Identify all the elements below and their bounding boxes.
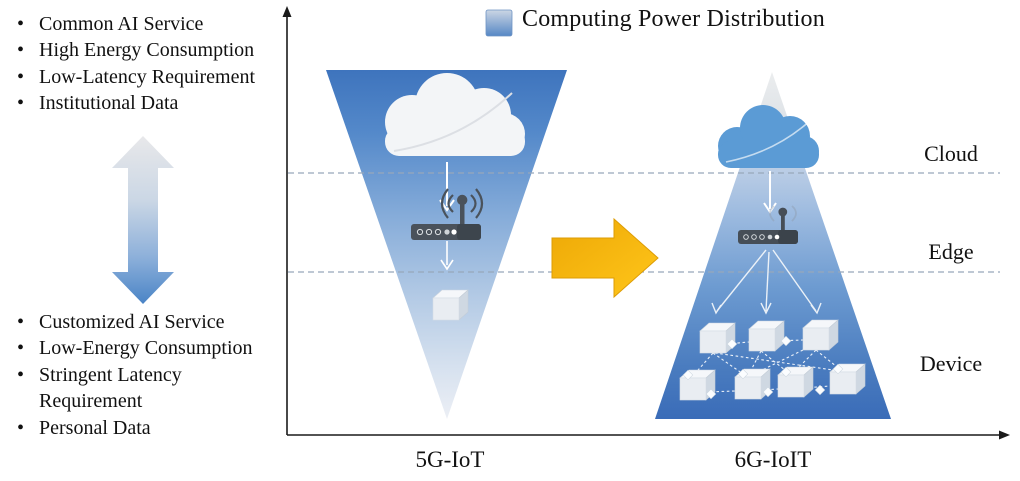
list-item: Personal Data	[8, 415, 290, 442]
edge-layer-label: Edge	[928, 239, 974, 264]
list-item: High Energy Consumption	[8, 37, 290, 64]
list-item: Low-Latency Requirement	[8, 64, 290, 91]
list-item: Institutional Data	[8, 90, 290, 117]
x-axis	[287, 430, 1010, 440]
cloud-icon	[385, 73, 525, 156]
list-item: Stringent Latency Requirement	[8, 362, 253, 415]
cloud-icon	[718, 105, 819, 168]
list-item: Customized AI Service	[8, 309, 290, 336]
transition-right-arrow-icon	[551, 217, 659, 299]
5g-characteristics-list: Common AI Service High Energy Consumptio…	[8, 11, 290, 117]
legend-gradient-swatch-icon	[485, 9, 513, 37]
down-arrow-icon	[763, 171, 777, 214]
x-axis-label-6g-ioit: 6G-IoIT	[734, 447, 812, 472]
list-item: Common AI Service	[8, 11, 290, 38]
cloud-layer-label: Cloud	[924, 141, 978, 166]
down-arrow-icon	[440, 241, 454, 271]
6g-characteristics-list: Customized AI Service Low-Energy Consump…	[8, 309, 290, 441]
fanout-arrows-icon	[711, 249, 822, 315]
wireless-router-icon	[738, 205, 798, 244]
device-cube-icon	[432, 289, 469, 321]
device-layer-label: Device	[919, 351, 983, 376]
legend-title: Computing Power Distribution	[522, 6, 825, 32]
list-item: Low-Energy Consumption	[8, 335, 290, 362]
tradeoff-double-arrow-icon	[112, 136, 174, 304]
wireless-router-icon	[411, 188, 484, 240]
x-axis-label-5g-iot: 5G-IoT	[415, 447, 485, 472]
